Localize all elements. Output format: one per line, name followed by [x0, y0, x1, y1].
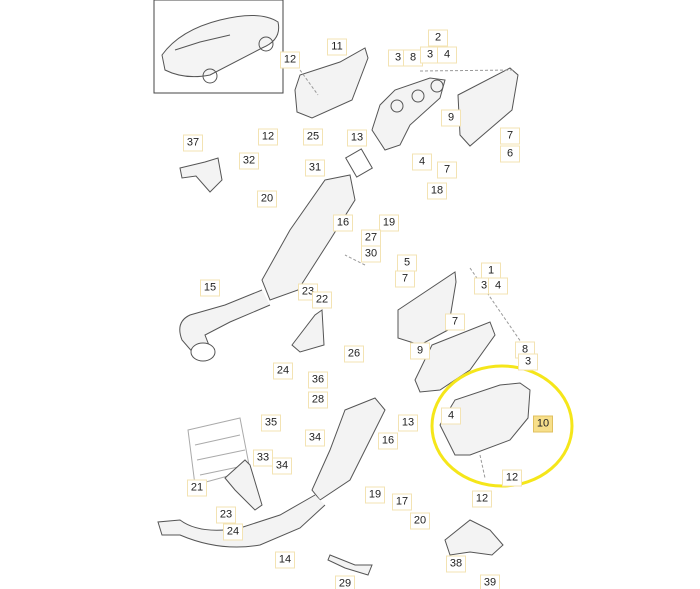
part-label[interactable]: 33 [253, 449, 273, 467]
part-label[interactable]: 2 [428, 29, 448, 47]
part-label[interactable]: 25 [303, 128, 323, 146]
part-label[interactable]: 18 [427, 182, 447, 200]
part-label[interactable]: 22 [312, 291, 332, 309]
part-label-selected[interactable]: 10 [533, 415, 553, 433]
part-label[interactable]: 24 [273, 362, 293, 380]
part-label[interactable]: 19 [365, 486, 385, 504]
part-label[interactable]: 32 [239, 152, 259, 170]
part-label[interactable]: 35 [261, 414, 281, 432]
part-label[interactable]: 29 [335, 575, 355, 589]
catalytic-converter-lower [311, 397, 386, 501]
sealant-tube-29 [327, 554, 373, 576]
part-label[interactable]: 11 [327, 38, 347, 56]
part-label[interactable]: 4 [488, 277, 508, 295]
part-label[interactable]: 31 [305, 159, 325, 177]
part-label[interactable]: 12 [258, 128, 278, 146]
part-label[interactable]: 7 [445, 313, 465, 331]
part-label[interactable]: 6 [500, 145, 520, 163]
part-label[interactable]: 39 [480, 574, 500, 589]
part-label[interactable]: 38 [446, 555, 466, 573]
part-label[interactable]: 9 [441, 109, 461, 127]
bracket-21 [224, 459, 263, 511]
part-label[interactable]: 7 [500, 127, 520, 145]
part-label[interactable]: 13 [347, 129, 367, 147]
part-label[interactable]: 34 [305, 429, 325, 447]
part-label[interactable]: 19 [379, 214, 399, 232]
bracket-22 [291, 309, 325, 353]
part-label[interactable]: 16 [378, 432, 398, 450]
part-label[interactable]: 4 [441, 407, 461, 425]
bracket-38 [444, 519, 504, 556]
heat-shield-11 [294, 47, 369, 119]
part-label[interactable]: 4 [412, 153, 432, 171]
part-label[interactable]: 36 [308, 371, 328, 389]
part-label[interactable]: 28 [308, 391, 328, 409]
vehicle-thumbnail[interactable] [153, 0, 284, 94]
part-label[interactable]: 15 [200, 279, 220, 297]
part-label[interactable]: 12 [502, 469, 522, 487]
part-label[interactable]: 21 [187, 479, 207, 497]
part-label[interactable]: 9 [410, 342, 430, 360]
part-label[interactable]: 26 [344, 345, 364, 363]
part-label[interactable]: 1 [481, 262, 501, 280]
part-label[interactable]: 14 [275, 551, 295, 569]
part-label[interactable]: 5 [397, 254, 417, 272]
part-label[interactable]: 12 [472, 490, 492, 508]
part-label[interactable]: 7 [395, 270, 415, 288]
part-label[interactable]: 24 [223, 523, 243, 541]
part-label[interactable]: 37 [183, 134, 203, 152]
part-label[interactable]: 13 [398, 414, 418, 432]
part-label[interactable]: 27 [361, 229, 381, 247]
part-label[interactable]: 17 [392, 493, 412, 511]
part-label[interactable]: 30 [361, 245, 381, 263]
exhaust-pipe-15 [179, 289, 271, 356]
part-label[interactable]: 12 [280, 51, 300, 69]
part-label[interactable]: 3 [518, 353, 538, 371]
part-label[interactable]: 20 [410, 512, 430, 530]
part-label[interactable]: 16 [333, 214, 353, 232]
part-label[interactable]: 7 [437, 161, 457, 179]
heat-shield-10 [439, 382, 531, 456]
part-label[interactable]: 4 [437, 46, 457, 64]
part-label[interactable]: 34 [272, 457, 292, 475]
exhaust-pipe-14 [157, 494, 326, 548]
part-label[interactable]: 23 [216, 506, 236, 524]
manifold-upper [371, 77, 446, 151]
heat-shield-6 [457, 67, 519, 147]
bracket-37 [179, 157, 223, 193]
part-label[interactable]: 20 [257, 190, 277, 208]
